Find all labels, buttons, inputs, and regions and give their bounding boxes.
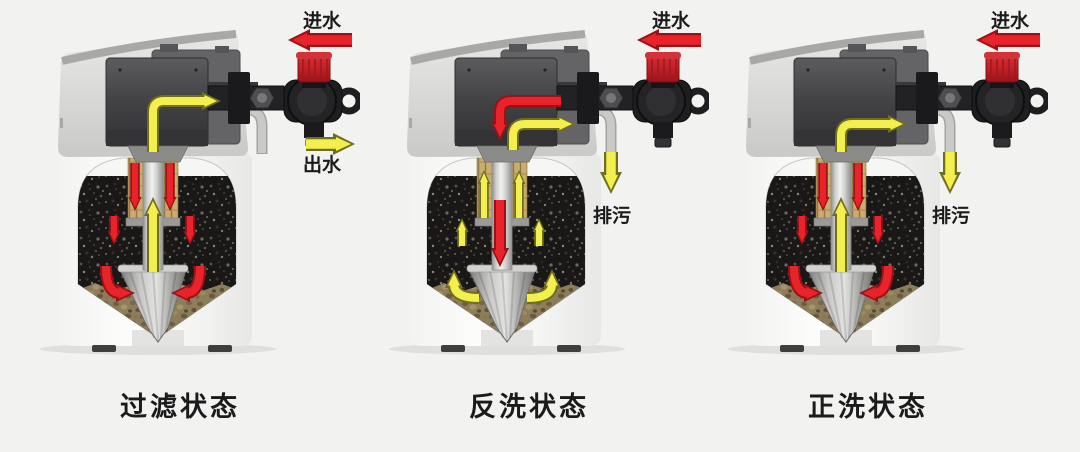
inlet-label: 进水 <box>991 10 1030 32</box>
raw-curve-bottom-right <box>859 265 894 302</box>
treated-water-elbow-arrow <box>147 92 221 152</box>
panel-forward-wash-state: 进水 排污 正洗状态 <box>688 0 1048 452</box>
outlet-label: 出水 <box>303 153 342 176</box>
water-filter-device <box>389 31 708 355</box>
raw-inlet-elbow-arrow <box>491 95 561 141</box>
flow-arrows-forward-wash <box>788 29 1040 302</box>
wash-curve-bottom-right <box>526 269 561 304</box>
device-illustration-filter: 进水 出水 <box>0 10 360 452</box>
wash-curve-bottom-left <box>445 269 480 304</box>
device-illustration-forward-wash: 进水 排污 <box>688 10 1048 452</box>
state-caption-filter: 过滤状态 <box>120 392 240 422</box>
panel-filter-state: 进水 出水 过滤状态 <box>0 0 360 452</box>
inlet-label: 进水 <box>652 10 691 32</box>
state-caption-backwash: 反洗状态 <box>469 392 589 422</box>
flow-arrows-backwash <box>445 29 701 304</box>
water-filter-device <box>728 31 1047 355</box>
raw-curve-bottom-left <box>100 265 135 302</box>
device-illustration-backwash: 进水 排污 <box>349 10 709 452</box>
drain-label: 排污 <box>593 204 631 227</box>
water-filter-device <box>40 31 359 355</box>
raw-curve-bottom-left <box>788 265 823 302</box>
waste-out-elbow-arrow <box>507 115 576 150</box>
inlet-label: 进水 <box>303 10 342 32</box>
flow-arrows-filter <box>100 29 355 302</box>
state-caption-forward-wash: 正洗状态 <box>808 392 928 422</box>
waste-out-elbow-arrow <box>835 115 907 152</box>
panel-backwash-state: 进水 排污 反洗状态 <box>349 0 709 452</box>
raw-curve-bottom-right <box>171 265 206 302</box>
drain-label: 排污 <box>932 204 970 227</box>
